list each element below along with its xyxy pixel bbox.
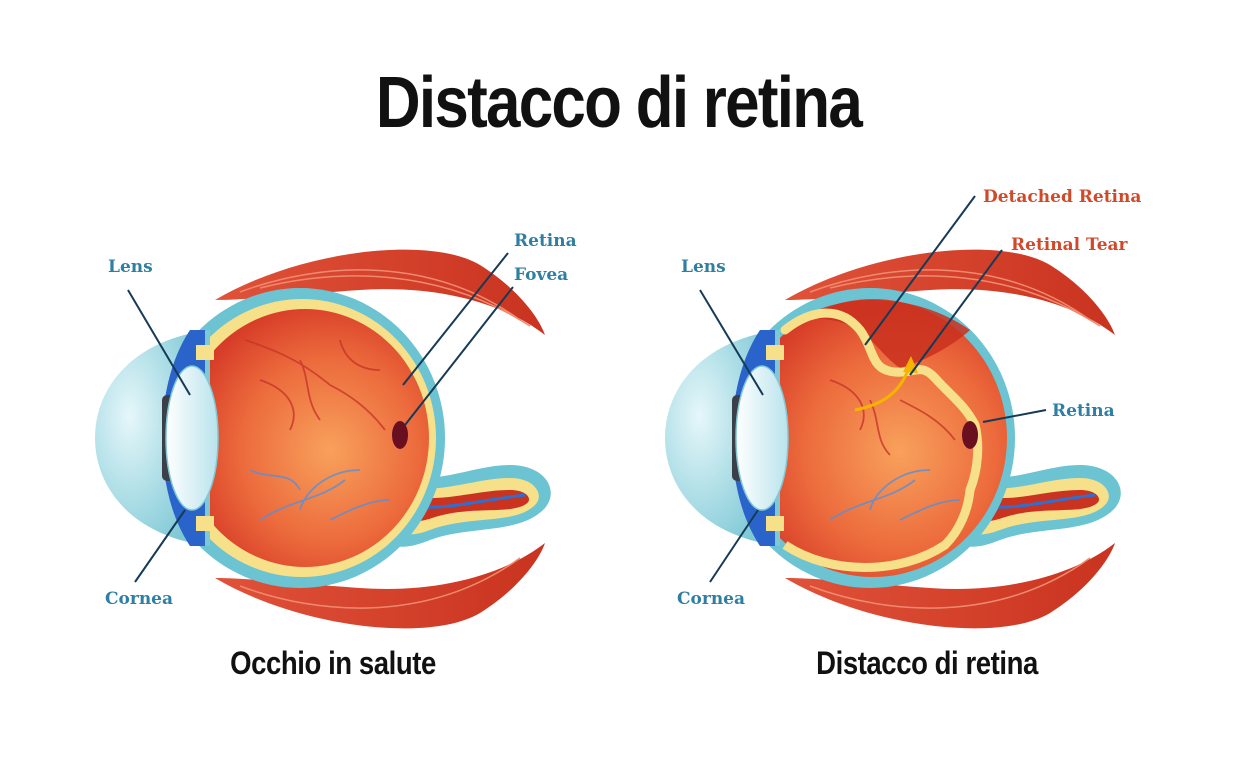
page-title: Distacco di retina [375, 63, 863, 143]
detached-retina-callout: Detached Retina [983, 187, 1141, 207]
healthy-eye-caption: Occhio in salute [230, 645, 436, 681]
healthy-fovea-label: Fovea [514, 265, 568, 285]
upper-muscle [785, 249, 1115, 335]
healthy-lens-label: Lens [108, 257, 153, 277]
lower-muscle [785, 543, 1115, 629]
healthy-cornea-label: Cornea [105, 589, 173, 609]
detached-eye: Lens Cornea Retina Detached Retina Retin… [665, 187, 1141, 629]
detached-lens-label: Lens [681, 257, 726, 277]
retinal-tear-label: Retinal Tear [1011, 235, 1129, 255]
detached-eye-caption: Distacco di retina [816, 645, 1038, 681]
healthy-eye: Lens Cornea Retina Fovea [95, 231, 577, 629]
detached-retina-label: Retina [1052, 401, 1115, 421]
detached-cornea-label: Cornea [677, 589, 745, 609]
lower-muscle [215, 543, 545, 629]
healthy-retina-label: Retina [514, 231, 577, 251]
upper-muscle [215, 249, 545, 335]
